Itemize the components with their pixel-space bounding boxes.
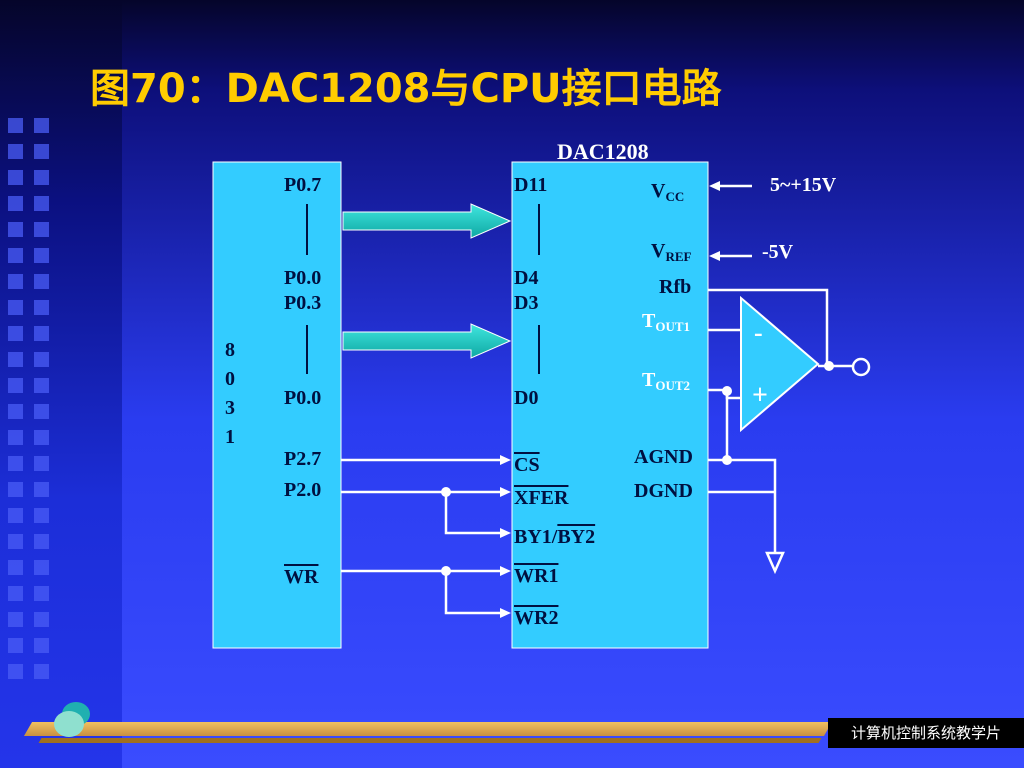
- output-terminal: [851, 357, 871, 377]
- dac-pin-xfer: XFER: [514, 487, 569, 509]
- dac-pin-d3: D3: [514, 292, 539, 314]
- dac-pin-d11: D11: [514, 174, 548, 196]
- bottom-decor-shadow: [38, 738, 822, 743]
- bottom-decor-bar: [23, 722, 833, 736]
- footer-label: 计算机控制系统教学片: [828, 718, 1024, 748]
- dac-pin-cs: CS: [514, 454, 540, 476]
- vref-arrowhead: [709, 251, 720, 261]
- dac-pin-tout2: TOUT2: [642, 369, 691, 393]
- wire-wr-wr2: [444, 571, 503, 615]
- dac-pin-dgnd: DGND: [634, 480, 693, 502]
- dac-pin-d0: D0: [514, 387, 539, 409]
- supply-vcc-label: 5~+15V: [770, 174, 837, 196]
- page-title: 图70：DAC1208与CPU接口电路: [90, 66, 722, 112]
- opamp-plus: +: [752, 380, 768, 411]
- decor-squares-mid: [34, 118, 49, 690]
- cpu-pin-p07: P0.7: [284, 174, 322, 196]
- bus-arrow-low: [342, 323, 512, 359]
- supply-vref-label: -5V: [762, 241, 794, 263]
- dac-pin-wr2: WR2: [514, 607, 559, 629]
- wire-agnd-ground: [708, 458, 777, 552]
- dac-pin-d4: D4: [514, 267, 539, 289]
- ground-symbol: [765, 551, 785, 575]
- vcc-arrowhead: [709, 181, 720, 191]
- dac-pin-rfb: Rfb: [659, 276, 692, 298]
- cpu-pin-p00-bottom: P0.0: [284, 387, 322, 409]
- opamp-minus: -: [754, 318, 763, 347]
- cylinder-icon: [54, 702, 90, 737]
- cpu-pin-p00-top: P0.0: [284, 267, 322, 289]
- dac-pin-wr1: WR1: [514, 565, 559, 587]
- cpu-pin-p20: P2.0: [284, 479, 322, 501]
- dac-chip-name: DAC1208: [557, 139, 649, 164]
- dac-chip-1208: [511, 161, 709, 649]
- junction-agnd: [722, 455, 732, 465]
- dac-pin-by2: BY2: [557, 526, 596, 548]
- junction-out: [824, 361, 834, 371]
- dac-pin-by: BY1/BY2: [514, 527, 595, 547]
- cpu-pin-wr: WR: [284, 566, 319, 588]
- opamp: [740, 295, 820, 433]
- dac-pin-vcc: VCC: [651, 180, 685, 204]
- wire-p20-by: [444, 492, 503, 535]
- decor-squares-left: [8, 118, 23, 690]
- dac-pin-tout1: TOUT1: [642, 310, 691, 334]
- cpu-pin-p03: P0.3: [284, 292, 322, 314]
- junction-wr: [441, 566, 451, 576]
- cpu-pin-p27: P2.7: [284, 448, 322, 470]
- junction-p20: [441, 487, 451, 497]
- dac-pin-agnd: AGND: [634, 446, 693, 468]
- junction-tout2: [722, 386, 732, 396]
- wire-rfb-feedback: [708, 288, 829, 366]
- cpu-chip-label: 8 0 3 1: [225, 339, 235, 448]
- bus-arrow-high: [342, 203, 512, 239]
- dac-pin-vref: VREF: [651, 240, 692, 264]
- dac-pin-by1: BY1/: [514, 526, 558, 548]
- cpu-chip-8031: [212, 161, 342, 649]
